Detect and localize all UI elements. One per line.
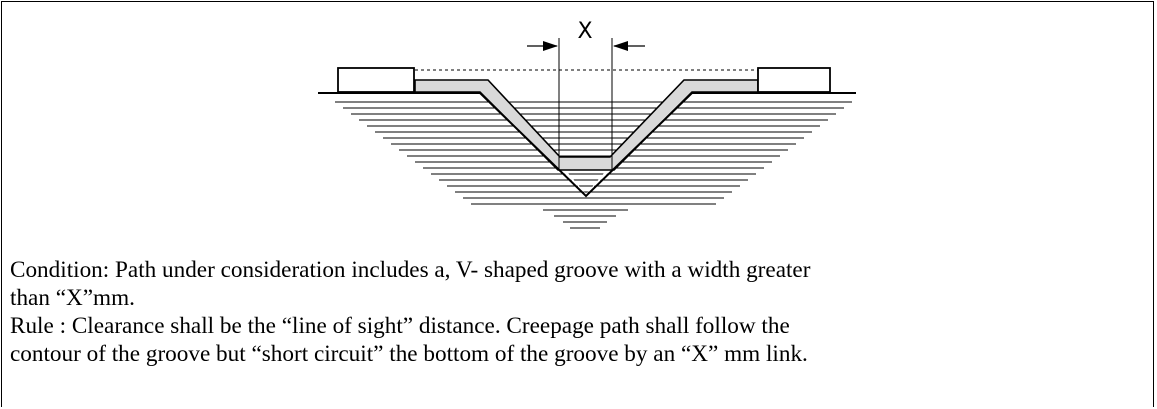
rule-text-line-2: contour of the groove but “short circuit… <box>10 341 808 367</box>
dimension-arrow-left <box>527 41 558 51</box>
condition-text-line-1: Condition: Path under consideration incl… <box>10 257 811 283</box>
dimension-label-x: X <box>577 19 592 44</box>
groove-outline <box>318 92 856 198</box>
conductor-right <box>757 67 831 93</box>
condition-text-line-2: than “X”mm. <box>10 285 135 311</box>
conductor-left <box>337 67 415 93</box>
v-groove-diagram: X <box>318 19 856 229</box>
rule-text-line-1: Rule : Clearance shall be the “line of s… <box>10 313 790 339</box>
caption: Condition: Path under consideration incl… <box>10 256 1150 368</box>
dimension-arrow-right <box>613 41 645 51</box>
v-groove-cavity <box>415 80 758 194</box>
